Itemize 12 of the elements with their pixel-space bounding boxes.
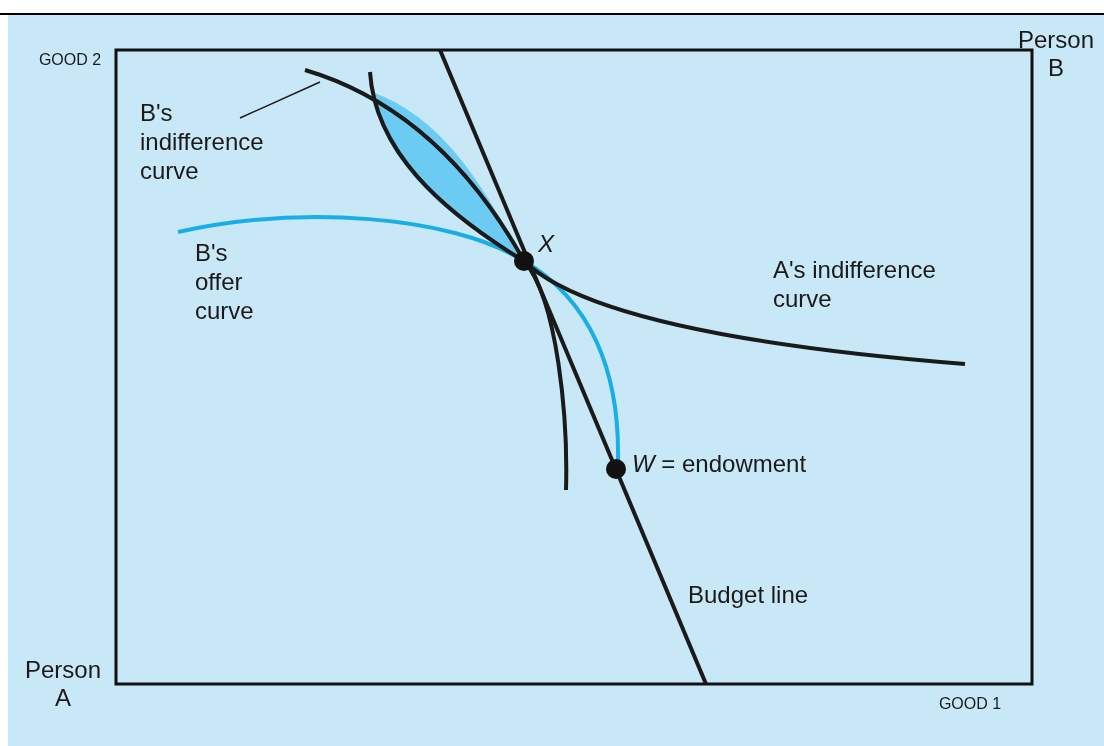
point-label: W = endowment xyxy=(632,450,808,478)
leader-line xyxy=(239,81,321,119)
origin-label: Person B xyxy=(1016,26,1095,82)
curve-label: B's offer curve xyxy=(195,238,255,325)
curve-label: A's indifference curve xyxy=(773,255,937,313)
axis-label: GOOD 1 xyxy=(937,694,1003,714)
curve-label: B's indifference curve xyxy=(140,98,290,185)
axis-label: GOOD 2 xyxy=(37,50,103,70)
origin-label: Person A xyxy=(23,656,102,712)
line-label: Budget line xyxy=(688,581,810,609)
indifference-curve xyxy=(304,68,966,366)
point-label: X xyxy=(538,230,556,258)
